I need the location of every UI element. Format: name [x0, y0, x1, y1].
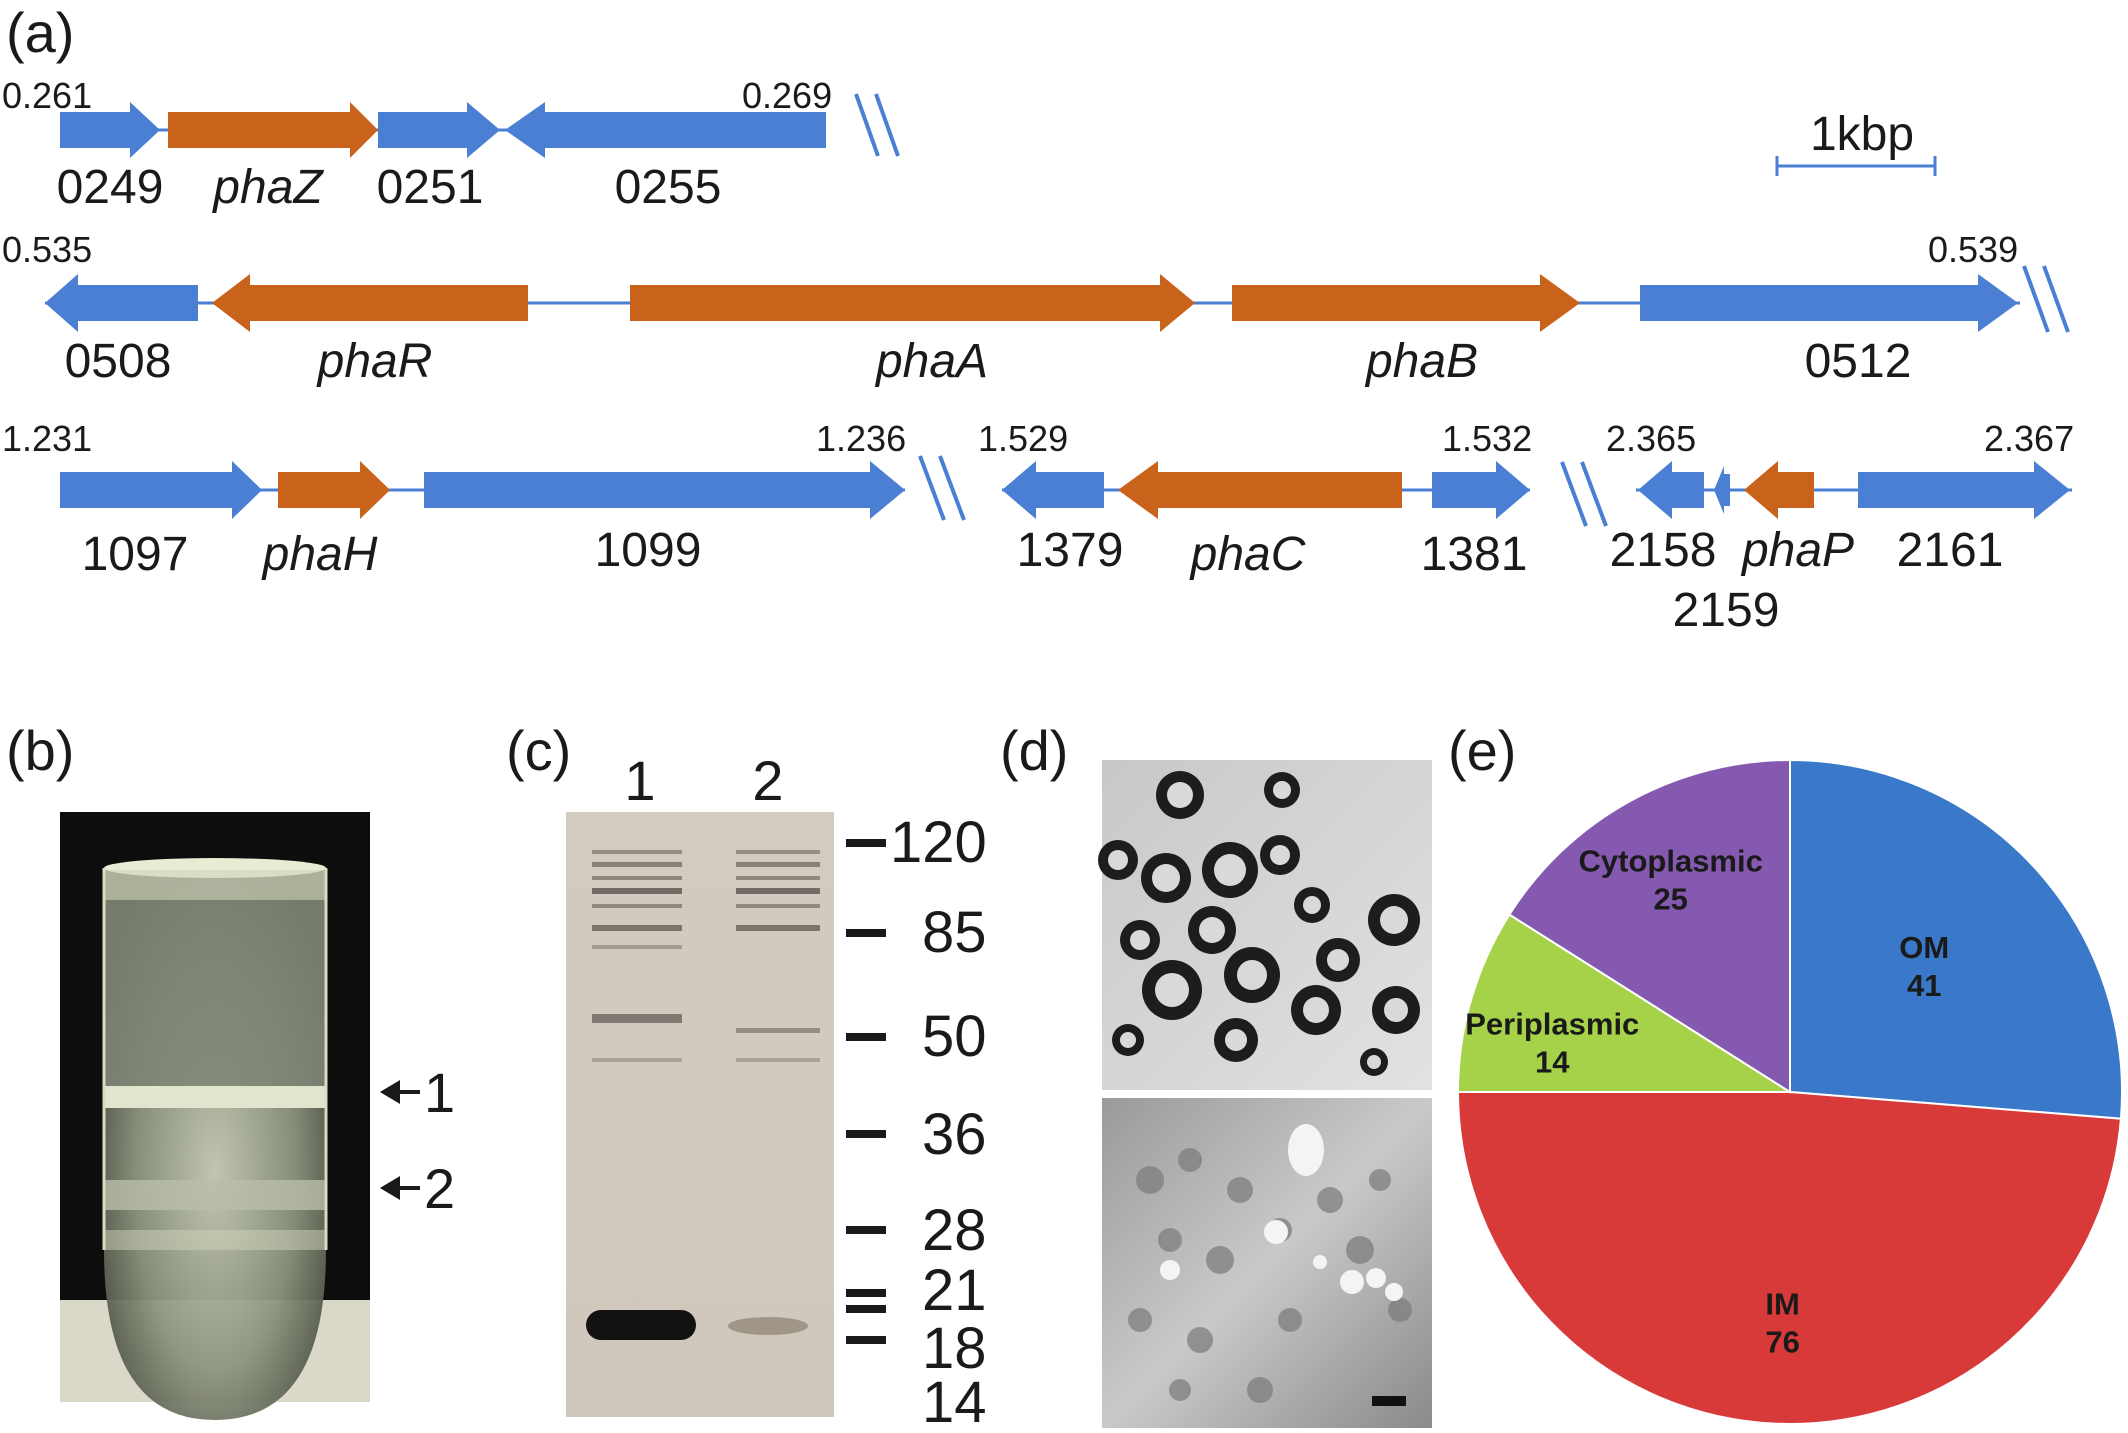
gel-image — [566, 812, 834, 1417]
gene-label-phaA: phaA — [874, 335, 988, 388]
gene-label-phaZ: phaZ — [211, 161, 324, 214]
coord-start: 2.365 — [1606, 418, 1696, 459]
coord-start: 0.261 — [2, 75, 92, 116]
em-scale-bar — [1372, 1396, 1406, 1406]
panel-c-label: (c) — [506, 719, 571, 782]
marker-label: 36 — [922, 1102, 987, 1167]
gene-arrow-0251 — [378, 102, 500, 158]
gene-arrow-0508 — [45, 274, 198, 332]
gene-label-2159: 2159 — [1673, 584, 1780, 637]
arrow-band-2: 2 — [380, 1157, 455, 1220]
locus-row-3c: 2.365 2.367 2158 2159 phaP 2161 — [1606, 418, 2074, 637]
gene-label-0249: 0249 — [57, 161, 164, 214]
pie-slice-om — [1789, 758, 2123, 1120]
em-image-bottom — [1102, 1098, 1432, 1428]
gene-arrow-phaB — [1232, 274, 1580, 332]
gene-arrow-phaC — [1118, 461, 1402, 519]
panel-d: (d) — [1000, 719, 1432, 1428]
gene-label-0255: 0255 — [615, 161, 722, 214]
panel-d-label: (d) — [1000, 719, 1068, 782]
arrow-label-2: 2 — [424, 1157, 455, 1220]
coord-end: 0.539 — [1928, 229, 2018, 270]
gene-arrow-1381 — [1432, 461, 1530, 519]
gene-arrow-0512 — [1640, 274, 2018, 332]
locus-row-2: 0.535 0.539 0508 phaR phaA phaB 0512 — [2, 229, 2070, 388]
marker-label: 50 — [922, 1004, 987, 1069]
panel-b: (b) 1 2 — [6, 719, 455, 1420]
scale-bar: 1kbp — [1775, 108, 1937, 176]
arrow-band-1: 1 — [380, 1061, 455, 1124]
lane-label-2: 2 — [752, 749, 783, 812]
pie-label-cytoplasmic: Cytoplasmic — [1579, 844, 1763, 879]
pie-label-periplasmic: Periplasmic — [1465, 1007, 1639, 1042]
gene-arrow-phaR — [212, 274, 528, 332]
marker-label: 28 — [922, 1198, 987, 1263]
pie-value-om: 41 — [1907, 968, 1941, 1003]
marker-label: 14 — [922, 1370, 987, 1433]
lane-label-1: 1 — [624, 749, 655, 812]
gene-label-phaH: phaH — [261, 528, 378, 581]
gene-arrow-2159 — [1714, 466, 1730, 514]
gene-label-0508: 0508 — [65, 335, 172, 388]
pie-value-im: 76 — [1765, 1324, 1799, 1359]
pie-slice-im — [1456, 1091, 2122, 1425]
locus-row-3b: 1.529 1.532 1379 phaC 1381 — [978, 418, 1608, 581]
pie-label-im: IM — [1765, 1286, 1799, 1321]
gene-label-phaC: phaC — [1189, 528, 1306, 581]
gene-arrow-1097 — [60, 461, 262, 519]
coord-start: 1.529 — [978, 418, 1068, 459]
panel-e-label: (e) — [1448, 719, 1516, 782]
gene-arrow-phaH — [278, 461, 390, 519]
gene-label-1099: 1099 — [595, 524, 702, 577]
gene-arrow-1099 — [424, 461, 905, 519]
coord-end: 1.532 — [1442, 418, 1532, 459]
gene-label-2158: 2158 — [1610, 524, 1717, 577]
gene-label-phaR: phaR — [316, 335, 433, 388]
pie-value-cytoplasmic: 25 — [1653, 882, 1687, 917]
marker-label: 85 — [922, 900, 987, 965]
marker-label: 21 — [922, 1258, 987, 1323]
gene-arrow-2158 — [1638, 461, 1704, 519]
gene-arrow-phaZ — [168, 102, 378, 158]
locus-row-3a: 1.231 1.236 1097 phaH 1099 — [2, 418, 966, 581]
scale-bar-label: 1kbp — [1810, 108, 1914, 161]
gene-arrow-2161 — [1858, 461, 2070, 519]
gene-arrow-phaP — [1744, 461, 1814, 519]
tube-photo — [60, 812, 370, 1420]
coord-start: 1.231 — [2, 418, 92, 459]
marker-ticks — [846, 839, 886, 1344]
gene-label-phaP: phaP — [1740, 524, 1854, 577]
gene-label-1097: 1097 — [82, 528, 189, 581]
pie-value-periplasmic: 14 — [1535, 1045, 1570, 1080]
gene-label-0512: 0512 — [1805, 335, 1912, 388]
locus-row-1: 0.261 0.269 0249 phaZ 0251 0255 — [2, 75, 900, 214]
gene-arrow-phaA — [630, 274, 1195, 332]
gene-arrow-0249 — [60, 102, 160, 158]
em-image-top — [1098, 760, 1432, 1090]
gene-arrow-0255 — [505, 102, 826, 158]
panel-a: (a) 1kbp 0.261 0.269 0249 phaZ 0251 0255 — [2, 1, 2074, 637]
marker-label: 18 — [922, 1316, 987, 1381]
coord-end: 2.367 — [1984, 418, 2074, 459]
gene-label-2161: 2161 — [1897, 524, 2004, 577]
coord-start: 0.535 — [2, 229, 92, 270]
panel-a-label: (a) — [6, 1, 74, 64]
gene-label-phaB: phaB — [1364, 335, 1478, 388]
pie-slice-periplasmic — [1456, 913, 1794, 1093]
gene-label-1381: 1381 — [1421, 528, 1528, 581]
arrow-label-1: 1 — [424, 1061, 455, 1124]
pie-label-om: OM — [1899, 930, 1949, 965]
coord-end: 1.236 — [816, 418, 906, 459]
pie-slice-cytoplasmic — [1508, 758, 1791, 1094]
marker-label: 120 — [890, 810, 987, 875]
coord-end: 0.269 — [742, 75, 832, 116]
gene-arrow-1379 — [1002, 461, 1104, 519]
gene-label-1379: 1379 — [1017, 524, 1124, 577]
gene-label-0251: 0251 — [377, 161, 484, 214]
panel-c: (c) 1 2 — [506, 719, 987, 1433]
panel-b-label: (b) — [6, 719, 74, 782]
